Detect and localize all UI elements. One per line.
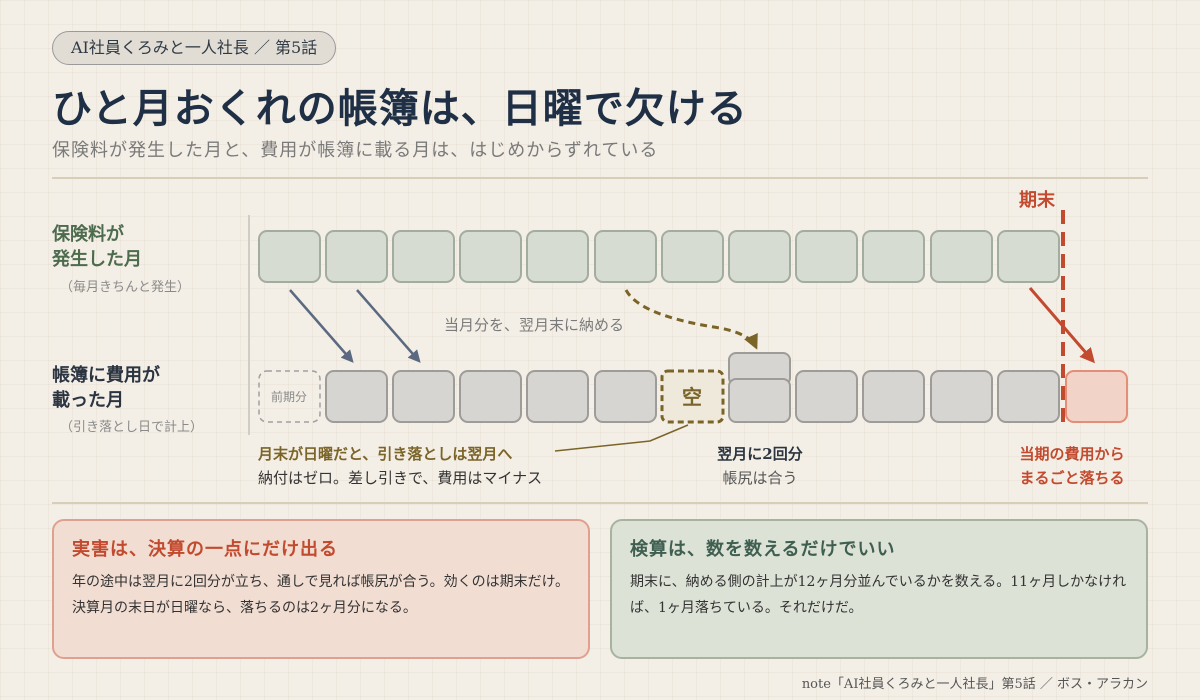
row2-sublabel: （引き落とし日で計上） xyxy=(60,420,204,435)
footer-credit: note「AI社員くろみと一人社長」第5話 ／ ボス・アラカン xyxy=(801,677,1148,692)
occurrence-month-box xyxy=(258,230,321,283)
prior-period-label: 前期分 xyxy=(271,389,307,404)
booking-month-box xyxy=(526,370,589,423)
row2-label-line2: 載った月 xyxy=(52,390,124,411)
empty-month-box xyxy=(660,369,725,424)
empty-box-label: 空 xyxy=(682,385,702,409)
sunday-note: 月末が日曜だと、引き落としは翌月へ 納付はゼロ。差し引きで、費用はマイナス xyxy=(258,442,542,490)
empty-callout-line xyxy=(554,424,689,452)
row2-label-line1: 帳簿に費用が xyxy=(52,365,160,386)
row1-sublabel: （毎月きちんと発生） xyxy=(60,280,191,295)
sunday-note-line1: 月末が日曜だと、引き落としは翌月へ xyxy=(258,445,513,463)
check-card-title: 検算は、数を数えるだけでいい xyxy=(630,539,896,560)
page-subtitle: 保険料が発生した月と、費用が帳簿に載る月は、はじめからずれている xyxy=(52,140,659,161)
fall-note-line1: 当期の費用から xyxy=(1019,445,1125,463)
occurrence-month-box xyxy=(325,230,388,283)
booking-month-box xyxy=(459,370,522,423)
series-pill: AI社員くろみと一人社長 ／ 第5話 xyxy=(52,31,337,65)
booking-row xyxy=(258,352,1128,424)
dropped-month-box xyxy=(1065,370,1128,423)
occurrence-month-box xyxy=(661,230,724,283)
booking-month-box xyxy=(862,370,925,423)
occurrence-row xyxy=(258,230,1060,283)
double-note-line1: 翌月に2回分 xyxy=(717,445,803,463)
booking-month-box xyxy=(325,370,388,423)
shift-arrow-curved xyxy=(624,289,758,350)
occurrence-month-box xyxy=(930,230,993,283)
check-card-body: 期末に、納める側の計上が12ヶ月分並んでいるかを数える。11ヶ月しかなければ、1… xyxy=(630,574,1127,616)
check-card: 検算は、数を数えるだけでいい 期末に、納める側の計上が12ヶ月分並んでいるかを数… xyxy=(610,519,1148,659)
occurrence-month-box xyxy=(392,230,455,283)
double-note: 翌月に2回分 帳尻は合う xyxy=(717,442,802,490)
booking-month-box xyxy=(930,370,993,423)
occurrence-month-box xyxy=(459,230,522,283)
row1-label-line2: 発生した月 xyxy=(52,249,142,270)
booking-month-box xyxy=(594,370,657,423)
occurrence-month-box xyxy=(526,230,589,283)
row-label-divider xyxy=(248,215,250,435)
booking-month-box xyxy=(392,370,455,423)
row1-label: 保険料が 発生した月 xyxy=(52,222,142,272)
arrow-label: 当月分を、翌月末に納める xyxy=(444,316,624,334)
fall-note-line2: まるごと落ちる xyxy=(1019,469,1125,487)
row2-label: 帳簿に費用が 載った月 xyxy=(52,363,160,413)
damage-card-title: 実害は、決算の一点にだけ出る xyxy=(72,539,338,560)
shift-arrow-2 xyxy=(356,289,421,363)
occurrence-month-box xyxy=(728,230,791,283)
period-end-label: 期末 xyxy=(1019,189,1056,211)
double-note-line2: 帳尻は合う xyxy=(722,469,798,487)
double-month-box-bottom xyxy=(728,378,791,423)
top-divider xyxy=(52,177,1148,179)
damage-card-body: 年の途中は翌月に2回分が立ち、通しで見れば帳尻が合う。効くのは期末だけ。決算月の… xyxy=(72,574,569,616)
sunday-note-line2: 納付はゼロ。差し引きで、費用はマイナス xyxy=(258,469,543,487)
prior-period-box xyxy=(258,370,321,423)
page-title: ひと月おくれの帳簿は、日曜で欠ける xyxy=(52,85,748,132)
bottom-divider xyxy=(52,502,1148,504)
booking-month-box xyxy=(795,370,858,423)
shift-arrow-1 xyxy=(289,289,354,363)
fall-note: 当期の費用から まるごと落ちる xyxy=(1019,442,1124,490)
booking-month-box xyxy=(997,370,1060,423)
occurrence-month-box xyxy=(795,230,858,283)
occurrence-month-box xyxy=(594,230,657,283)
row1-label-line1: 保険料が xyxy=(52,224,124,245)
occurrence-month-box xyxy=(997,230,1060,283)
occurrence-month-box xyxy=(862,230,925,283)
damage-card: 実害は、決算の一点にだけ出る 年の途中は翌月に2回分が立ち、通しで見れば帳尻が合… xyxy=(52,519,590,659)
